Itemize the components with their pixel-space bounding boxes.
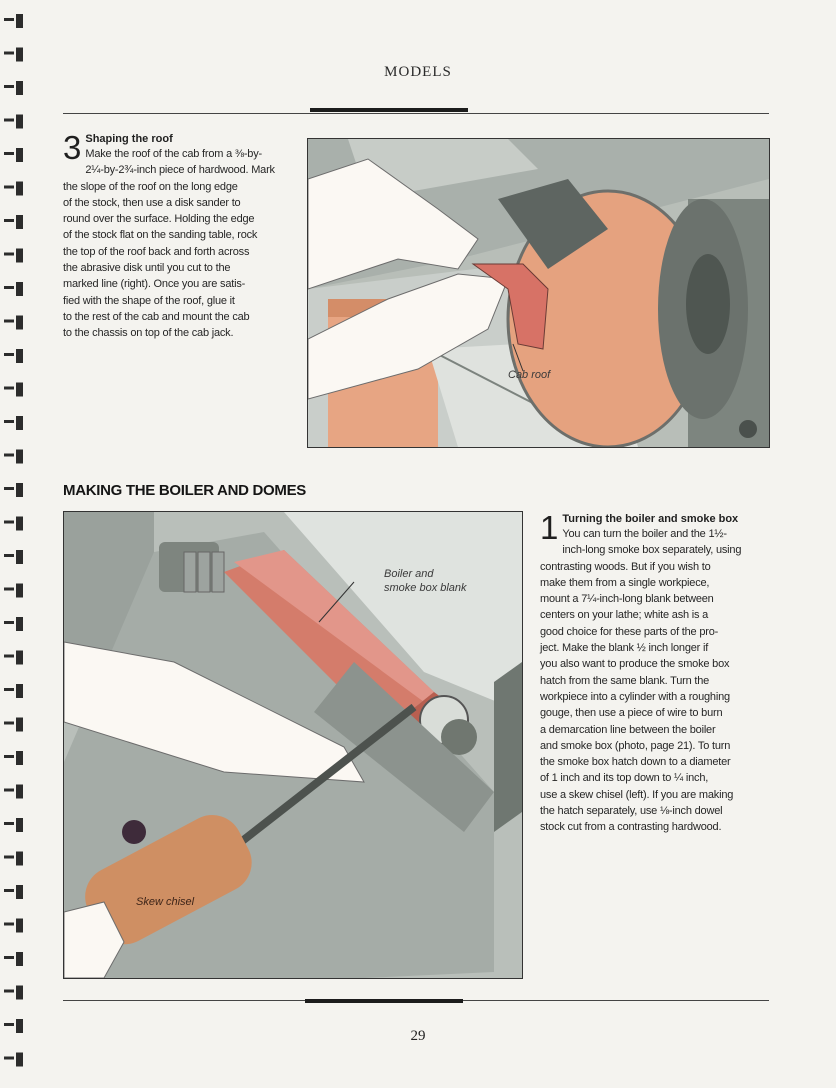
body-line: good choice for these parts of the pro-	[540, 625, 719, 638]
callout-line: smoke box blank	[384, 582, 467, 594]
disk-sander-illustration	[308, 139, 769, 447]
step-body: Make the roof of the cab from a ⅜-by- 2¼…	[63, 146, 295, 342]
body-line: hatch from the same blank. Turn the	[540, 674, 710, 687]
body-line: contrasting woods. But if you wish to	[540, 560, 711, 573]
footer-rule-accent	[305, 999, 463, 1003]
page-number: 29	[410, 1028, 426, 1044]
figure-disk-sander: Cab roof	[307, 138, 770, 448]
callout-boiler-blank: Boiler and smoke box blank	[384, 567, 467, 595]
body-line: a demarcation line between the boiler	[540, 723, 716, 736]
body-line: of the stock flat on the sanding table, …	[63, 229, 258, 242]
body-line: use a skew chisel (left). If you are mak…	[540, 788, 734, 801]
body-line: 2¼-by-2¾-inch piece of hardwood. Mark	[85, 164, 275, 177]
step-number: 1	[540, 509, 559, 546]
section-heading: MAKING THE BOILER AND DOMES	[63, 482, 307, 499]
lathe-illustration	[64, 512, 522, 978]
body-line: you also want to produce the smoke box	[540, 658, 730, 671]
step-3-shaping-roof: 3 Shaping the roof Make the roof of the …	[63, 129, 295, 342]
step-title: Turning the boiler and smoke box	[562, 513, 739, 525]
body-line: the hatch separately, use ⅛-inch dowel	[540, 805, 723, 818]
body-line: and smoke box (photo, page 21). To turn	[540, 739, 731, 752]
body-line: of 1 inch and its top down to ¼ inch,	[540, 772, 709, 785]
body-line: gouge, then use a piece of wire to burn	[540, 707, 723, 720]
step-title: Shaping the roof	[85, 133, 173, 145]
body-line: the top of the roof back and forth acros…	[63, 245, 250, 258]
body-line: the smoke box hatch down to a diameter	[540, 756, 731, 769]
callout-line: Boiler and	[384, 568, 434, 580]
spiral-binding	[4, 14, 23, 1067]
body-line: fied with the shape of the roof, glue it	[63, 294, 235, 307]
body-line: marked line (right). Once you are satis-	[63, 278, 246, 291]
body-line: the slope of the roof on the long edge	[63, 180, 238, 193]
body-line: to the chassis on top of the cab jack.	[63, 327, 234, 340]
body-line: of the stock, then use a disk sander to	[63, 196, 241, 209]
running-header: MODELS	[384, 64, 452, 80]
figure-lathe: Boiler and smoke box blank Skew chisel	[63, 511, 523, 979]
body-line: Make the roof of the cab from a ⅜-by-	[85, 148, 262, 160]
body-line: centers on your lathe; white ash is a	[540, 609, 709, 622]
body-line: make them from a single workpiece,	[540, 576, 710, 589]
body-line: stock cut from a contrasting hardwood.	[540, 821, 722, 834]
step-body: You can turn the boiler and the 1½- inch…	[540, 526, 766, 836]
callout-cab-roof: Cab roof	[508, 369, 551, 381]
body-line: the abrasive disk until you cut to the	[63, 262, 231, 275]
body-line: round over the surface. Holding the edge	[63, 213, 255, 226]
body-line: to the rest of the cab and mount the cab	[63, 310, 250, 323]
body-line: mount a 7¼-inch-long blank between	[540, 593, 714, 606]
header-rule	[63, 113, 769, 114]
body-line: You can turn the boiler and the 1½-	[562, 528, 727, 540]
body-line: inch-long smoke box separately, using	[562, 544, 742, 557]
header-rule-accent	[310, 108, 468, 112]
callout-skew-chisel: Skew chisel	[136, 896, 195, 908]
step-number: 3	[63, 129, 82, 166]
body-line: ject. Make the blank ½ inch longer if	[540, 642, 709, 655]
step-1-turning-boiler: 1 Turning the boiler and smoke box You c…	[540, 509, 766, 836]
body-line: workpiece into a cylinder with a roughin…	[540, 690, 730, 703]
